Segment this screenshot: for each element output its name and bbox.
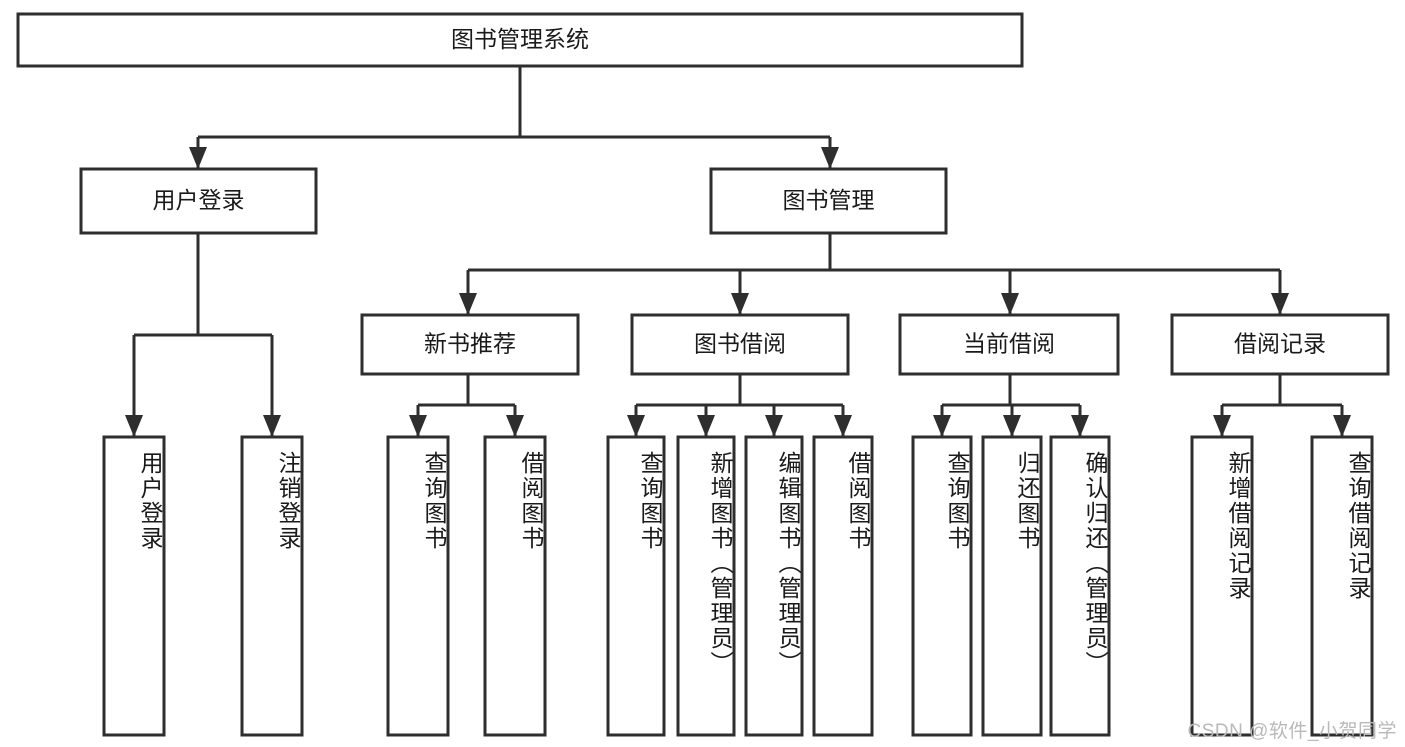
arrow-head-icon xyxy=(459,293,477,315)
node-label: 图书管理系统 xyxy=(451,26,589,52)
node-leaf-12[interactable] xyxy=(1310,435,1374,737)
arrow-head-icon xyxy=(263,415,281,437)
node-leaf-5[interactable] xyxy=(676,435,736,737)
node-leaf-6[interactable] xyxy=(744,435,804,737)
node-box-rect[interactable] xyxy=(1049,435,1111,737)
node-leaf-7[interactable] xyxy=(812,435,874,737)
node-label: 当前借阅 xyxy=(963,331,1055,357)
node-label: 图书管理 xyxy=(783,187,875,213)
node-box-rect[interactable] xyxy=(360,313,580,376)
node-box-rect[interactable] xyxy=(240,435,304,737)
arrow-head-icon xyxy=(1071,415,1089,437)
node-box-rect[interactable] xyxy=(606,435,666,737)
arrow-head-icon xyxy=(731,293,749,315)
node-level3-3[interactable]: 借阅记录 xyxy=(1170,313,1390,376)
node-leaf-2[interactable] xyxy=(386,435,450,737)
node-level2-1[interactable]: 图书管理 xyxy=(709,167,948,235)
node-label: 用户登录 xyxy=(153,187,245,213)
arrow-head-icon xyxy=(1003,415,1021,437)
node-box-rect[interactable] xyxy=(630,313,850,376)
node-leaf-0[interactable] xyxy=(102,435,166,737)
node-label: 新书推荐 xyxy=(424,331,516,357)
node-box-rect[interactable] xyxy=(812,435,874,737)
node-root[interactable]: 图书管理系统 xyxy=(16,12,1024,68)
node-box-rect[interactable] xyxy=(898,313,1120,376)
arrow-head-icon xyxy=(1001,293,1019,315)
node-level3-1[interactable]: 图书借阅 xyxy=(630,313,850,376)
node-box-rect[interactable] xyxy=(16,12,1024,68)
node-box-rect[interactable] xyxy=(709,167,948,235)
arrow-head-icon xyxy=(409,415,427,437)
node-box-rect[interactable] xyxy=(386,435,450,737)
arrow-head-icon xyxy=(821,147,839,169)
node-box-rect[interactable] xyxy=(483,435,547,737)
node-box-rect[interactable] xyxy=(79,167,318,235)
arrow-head-icon xyxy=(125,415,143,437)
arrow-head-icon xyxy=(1271,293,1289,315)
node-box-rect[interactable] xyxy=(981,435,1043,737)
arrow-head-icon xyxy=(506,415,524,437)
node-leaf-8[interactable] xyxy=(911,435,973,737)
node-level3-2[interactable]: 当前借阅 xyxy=(898,313,1120,376)
arrow-head-icon xyxy=(189,147,207,169)
node-level3-0[interactable]: 新书推荐 xyxy=(360,313,580,376)
node-box-rect[interactable] xyxy=(744,435,804,737)
arrow-head-icon xyxy=(1213,415,1231,437)
node-leaf-11[interactable] xyxy=(1190,435,1254,737)
node-box-rect[interactable] xyxy=(911,435,973,737)
arrow-head-icon xyxy=(1333,415,1351,437)
node-box-rect[interactable] xyxy=(1190,435,1254,737)
node-leaf-10[interactable] xyxy=(1049,435,1111,737)
node-label: 图书借阅 xyxy=(694,331,786,357)
node-leaf-4[interactable] xyxy=(606,435,666,737)
node-box-rect[interactable] xyxy=(676,435,736,737)
node-leaf-9[interactable] xyxy=(981,435,1043,737)
node-box-rect[interactable] xyxy=(102,435,166,737)
node-level2-0[interactable]: 用户登录 xyxy=(79,167,318,235)
node-leaf-3[interactable] xyxy=(483,435,547,737)
arrow-head-icon xyxy=(933,415,951,437)
arrow-head-icon xyxy=(765,415,783,437)
node-box-rect[interactable] xyxy=(1170,313,1390,376)
arrow-head-icon xyxy=(697,415,715,437)
node-leaf-1[interactable] xyxy=(240,435,304,737)
watermark-text: CSDN @软件_小贺同学 xyxy=(1187,721,1397,742)
node-label: 借阅记录 xyxy=(1234,331,1326,357)
arrow-head-icon xyxy=(834,415,852,437)
node-box-rect[interactable] xyxy=(1310,435,1374,737)
arrow-head-icon xyxy=(627,415,645,437)
